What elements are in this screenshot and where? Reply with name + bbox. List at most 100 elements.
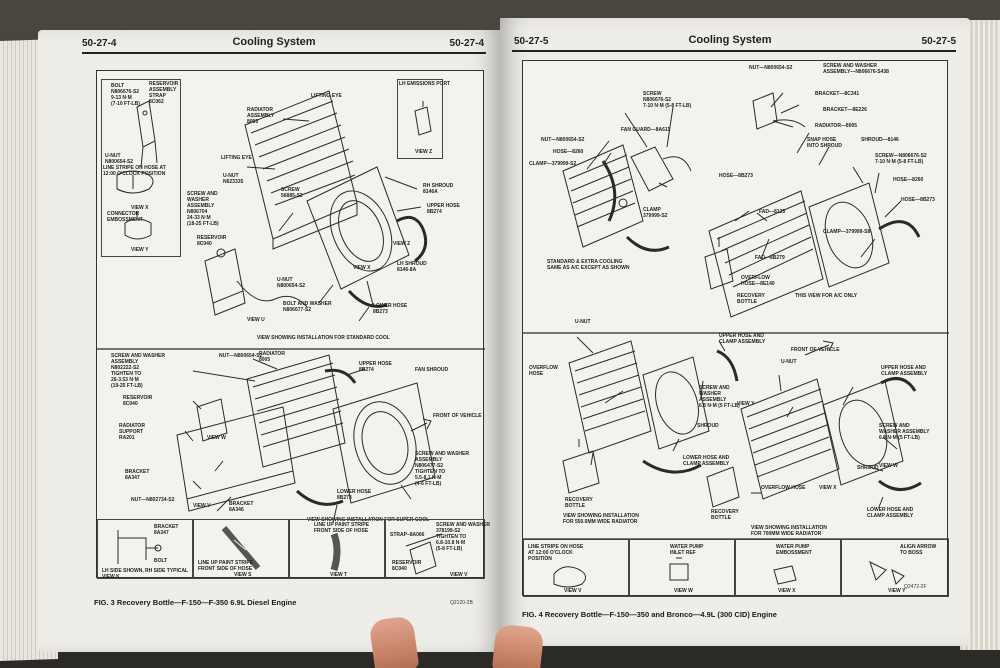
r-mid-view-y: VIEW Y <box>737 401 755 407</box>
r-mid-view-x: VIEW X <box>819 485 837 491</box>
left-header-rule <box>82 52 486 54</box>
left-section-title: Cooling System <box>232 36 316 48</box>
r-mid-shroud: SHROUD <box>697 423 719 429</box>
view-u-label: VIEW U <box>247 317 265 323</box>
fig3-frame: BOLT N806676-S2 9-13 N·m (7-10 FT-LB) RE… <box>96 70 490 580</box>
mid-callout-bracket: BRACKET 8A347 <box>125 469 150 481</box>
panel-v-screw: SCREW AND WASHER 378199-S2 TIGHTEN TO 6.… <box>436 522 490 552</box>
callout-unut-c: U-NUT N800654-S2 <box>277 277 306 289</box>
r-panel-x-view: VIEW X <box>778 588 796 594</box>
r-mid-caption-1: VIEW SHOWING INSTALLATION FOR 550.0mm WI… <box>563 513 639 525</box>
callout-unut-b: U-NUT N623335 <box>223 173 244 185</box>
mid-callout-radiator: RADIATOR 8005 <box>259 351 285 363</box>
r-callout-recovery: RECOVERY BOTTLE <box>737 293 765 305</box>
view-y-label: VIEW Y <box>131 247 149 253</box>
callout-lifting-eye-2: LIFTING EYE <box>221 155 252 161</box>
fig3-line-art <box>97 71 485 579</box>
r-callout-overflow: OVERFLOW HOSE—8E140 <box>741 275 775 287</box>
r-callout-snap-hose: SNAP HOSE INTO SHROUD <box>807 137 842 149</box>
thumb-right <box>491 623 545 668</box>
r-panel-w-label: WATER PUMP INLET REF <box>670 544 704 556</box>
view-x-label: VIEW X <box>131 205 149 211</box>
right-page-number-right: 50-27-5 <box>921 36 956 47</box>
r-mid-lower-hose: LOWER HOSE AND CLAMP ASSEMBLY <box>683 455 730 467</box>
r-callout-radiator: RADIATOR—8005 <box>815 123 858 129</box>
r-mid-recovery-2: RECOVERY BOTTLE <box>711 509 739 521</box>
panel-k-view: LH SIDE SHOWN, RH SIDE TYPICAL VIEW K <box>102 568 189 580</box>
r-detail-panel-w: WATER PUMP INLET REF VIEW W <box>629 539 735 597</box>
left-page-number-right: 50-27-4 <box>449 38 484 49</box>
fig4-caption: FIG. 4 Recovery Bottle—F-150—350 and Bro… <box>522 610 777 619</box>
fig4-frame: NUT—N800654-S2 SCREW AND WASHER ASSEMBLY… <box>522 60 949 597</box>
r-panel-x-label: WATER PUMP EMBOSSMENT <box>776 544 812 556</box>
mid-callout-upper-hose: UPPER HOSE 8B274 <box>359 361 392 373</box>
r-mid-view-w: VIEW W <box>879 463 898 469</box>
r-callout-nut: NUT—N800654-S2 <box>541 137 585 143</box>
r-mid-upper-hose: UPPER HOSE AND CLAMP ASSEMBLY <box>719 333 766 345</box>
detail-panel-s: LINE UP PAINT STRIPE FRONT SIDE OF HOSE … <box>193 519 289 579</box>
panel-k-bolt: BOLT <box>154 558 168 564</box>
callout-radiator: RADIATOR ASSEMBLY 8005 <box>247 107 275 125</box>
panel-k-bracket: BRACKET 8A347 <box>154 524 179 536</box>
r-mid-overflow-2: OVERFLOW HOSE <box>761 485 806 491</box>
callout-line-stripe: LINE STRIPE ON HOSE AT 12:00 O'CLOCK POS… <box>103 165 166 177</box>
r-callout-fad: FAD—8125 <box>759 209 786 215</box>
r-callout-screw-washer: SCREW AND WASHER ASSEMBLY—N806676-S438 <box>823 63 889 75</box>
right-page-header: 50-27-5 Cooling System 50-27-5 <box>500 18 970 52</box>
callout-upper-hose: UPPER HOSE 8B274 <box>427 203 460 215</box>
panel-v-strap: STRAP–8A066 <box>390 532 425 538</box>
detail-panel-k: BRACKET 8A347 BOLT LH SIDE SHOWN, RH SID… <box>97 519 193 580</box>
right-header-rule <box>512 50 956 52</box>
callout-lower-hose: LOWER HOSE 8B273 <box>373 303 408 315</box>
top-figure-caption: VIEW SHOWING INSTALLATION FOR STANDARD C… <box>257 335 390 341</box>
r-callout-standard: STANDARD & EXTRA COOLING SAME AS A/C EXC… <box>547 259 630 271</box>
right-section-title: Cooling System <box>688 34 772 46</box>
fig3-inset-left <box>101 79 181 257</box>
left-page-header: 50-27-4 Cooling System 50-27-4 <box>38 30 500 58</box>
mid-callout-fan-shroud: FAN SHROUD <box>415 367 449 373</box>
callout-lh-shroud: LH SHROUD 8146-8A <box>397 261 427 273</box>
panel-s-label: LINE UP PAINT STRIPE FRONT SIDE OF HOSE <box>198 560 254 572</box>
r-mid-recovery: RECOVERY BOTTLE <box>565 497 593 509</box>
fig4-code: Q2472-2F <box>904 584 927 590</box>
r-callout-hose-8260b: HOSE—8260 <box>893 177 924 183</box>
r-mid-unut: U-NUT <box>575 319 591 325</box>
r-callout-hose-8b2: HOSE—8B273 <box>901 197 935 203</box>
mid-callout-nut-2: NUT—N802734-S2 <box>131 497 175 503</box>
r-callout-hose-8b273: HOSE—8B273 <box>719 173 753 179</box>
detail-panel-t: LINE UP PAINT STRIPE FRONT SIDE OF HOSE … <box>289 519 385 579</box>
r-detail-panel-v: LINE STRIPE ON HOSE AT 12:00 O'CLOCK POS… <box>523 539 629 597</box>
fig4-line-art <box>523 61 949 597</box>
callout-connector: CONNECTOR EMBOSSMENT <box>107 211 143 223</box>
r-callout-hose-8260: HOSE—8260 <box>553 149 584 155</box>
mid-callout-screw-washer: SCREW AND WASHER ASSEMBLY N802222-S2 TIG… <box>111 353 165 389</box>
panel-v-reservoir: RESERVOIR 8C040 <box>392 560 422 572</box>
panel-s-view: VIEW S <box>234 572 252 578</box>
r-callout-nut-top: NUT—N800654-S2 <box>749 65 793 71</box>
callout-screw: SCREW 56885-S2 <box>281 187 303 199</box>
r-callout-clamp-2: CLAMP 379999-S2 <box>643 207 668 219</box>
fig3-caption: FIG. 3 Recovery Bottle—F-150—F-350 6.9L … <box>94 598 297 607</box>
r-mid-lower-hose-2: LOWER HOSE AND CLAMP ASSEMBLY <box>867 507 914 519</box>
mid-callout-screw-washer-2: SCREW AND WASHER ASSEMBLY N806477-S2 TIG… <box>415 451 469 487</box>
r-mid-front-of-vehicle: FRONT OF VEHICLE <box>791 347 840 353</box>
right-page-number: 50-27-5 <box>514 36 549 47</box>
callout-lh-emissions: LH EMISSIONS PORT <box>399 81 451 87</box>
left-page-number: 50-27-4 <box>82 38 117 49</box>
view-z2-label: VIEW Z <box>393 241 411 247</box>
fig3-code: Q2120-2B <box>450 600 473 606</box>
callout-screw-washer: SCREW AND WASHER ASSEMBLY N806704 24-33 … <box>187 191 219 227</box>
panel-v-view: VIEW V <box>450 572 468 578</box>
panel-t-view: VIEW T <box>330 572 348 578</box>
r-panel-v-view: VIEW V <box>564 588 582 594</box>
callout-lifting-eye-1: LIFTING EYE <box>311 93 342 99</box>
detail-panel-v: SCREW AND WASHER 378199-S2 TIGHTEN TO 6.… <box>385 519 490 579</box>
r-panel-w-view: VIEW W <box>674 588 693 594</box>
r-callout-shroud: SHROUD—8146 <box>861 137 899 143</box>
r-callout-clamp-3: CLAMP—379999-S8 <box>823 229 871 235</box>
r-panel-y-label: ALIGN ARROW TO BOSS <box>900 544 937 556</box>
r-panel-y-view: VIEW Y <box>888 588 906 594</box>
right-page: 50-27-5 Cooling System 50-27-5 <box>500 18 970 646</box>
mid-callout-front-of-vehicle: FRONT OF VEHICLE <box>433 413 482 419</box>
callout-bolt-washer: BOLT AND WASHER N806677-S2 <box>283 301 332 313</box>
